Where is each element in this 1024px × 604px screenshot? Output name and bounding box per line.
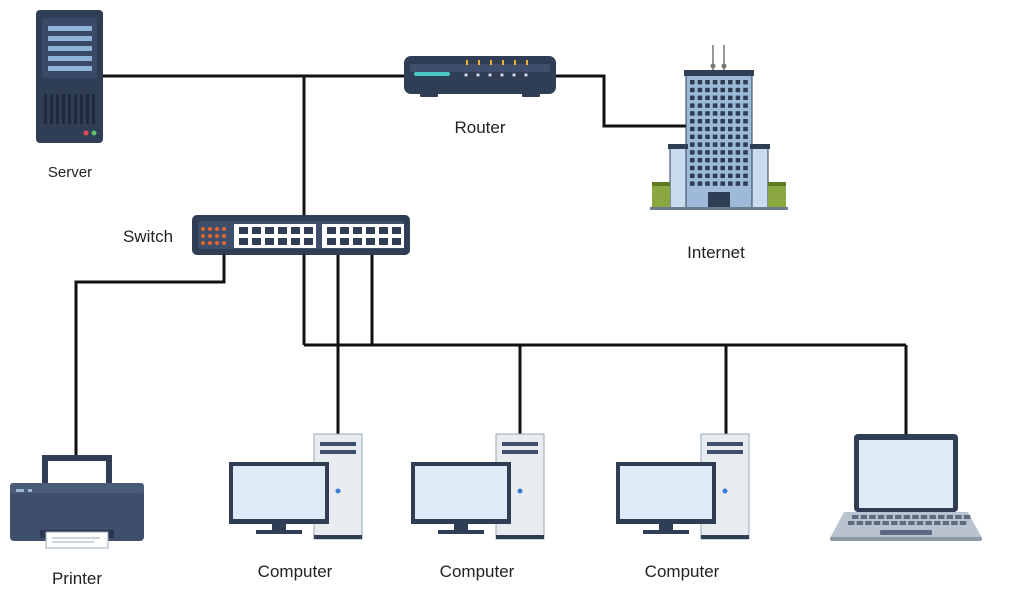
desktop-computer-icon <box>411 433 545 540</box>
computer-2-label: Computer <box>440 562 515 581</box>
switch-icon <box>192 215 410 255</box>
desktop-computer-icon <box>229 433 363 540</box>
wire-switch-printer <box>74 254 226 458</box>
computer-3-label: Computer <box>645 562 720 581</box>
switch-label: Switch <box>123 227 173 246</box>
desktop-computer-icon <box>616 433 750 540</box>
internet-building-icon <box>650 45 788 210</box>
router-label: Router <box>454 118 505 137</box>
printer-icon <box>10 455 144 549</box>
router-icon <box>404 56 556 97</box>
server-label: Server <box>48 164 92 181</box>
laptop-icon <box>830 434 982 541</box>
connections <box>74 74 908 458</box>
server-icon <box>36 10 103 143</box>
internet-label: Internet <box>687 243 745 262</box>
printer-label: Printer <box>52 569 102 588</box>
computer-1-label: Computer <box>258 562 333 581</box>
wire-router-internet <box>556 74 688 128</box>
